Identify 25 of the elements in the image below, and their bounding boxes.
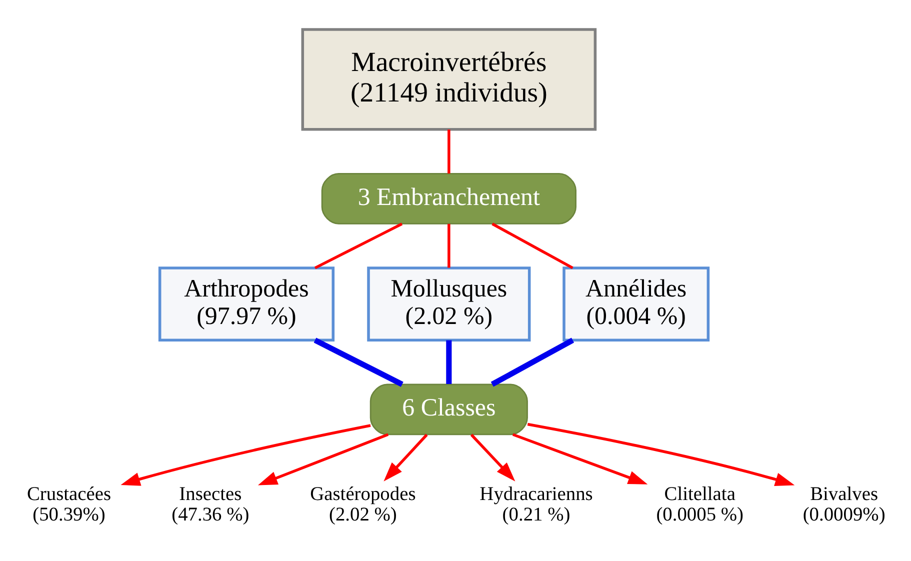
node-box: 6 Classes — [370, 384, 528, 436]
node-text: Insectes (47.36 %) — [172, 484, 250, 526]
node-text: Crustacées (50.39%) — [26, 484, 112, 526]
arrow — [384, 434, 428, 482]
connector — [314, 338, 404, 387]
connector — [492, 222, 574, 270]
arrow — [527, 422, 795, 486]
node-text: Hydracarienns (0.21 %) — [480, 484, 593, 526]
node-box: 3 Embranchement — [321, 173, 576, 224]
arrow — [512, 433, 648, 484]
connector — [448, 224, 450, 268]
node-box: Annélides (0.004 %) — [562, 266, 710, 342]
connector — [314, 222, 403, 270]
connector — [446, 340, 452, 384]
node-text: Clitellata (0.0005 %) — [656, 484, 744, 526]
node-text: Gastéropodes (2.02 %) — [310, 484, 416, 526]
node-box: Macroinvertébrés (21149 individus) — [301, 28, 597, 131]
connector — [490, 338, 574, 387]
node-box: Arthropodes (97.97 %) — [158, 266, 335, 342]
node-text: Bivalves (0.0009%) — [802, 484, 886, 526]
node-box: Mollusques (2.02 %) — [367, 266, 531, 342]
arrow — [258, 433, 389, 486]
arrow — [120, 424, 371, 486]
arrow — [470, 434, 516, 482]
connector — [448, 130, 450, 174]
